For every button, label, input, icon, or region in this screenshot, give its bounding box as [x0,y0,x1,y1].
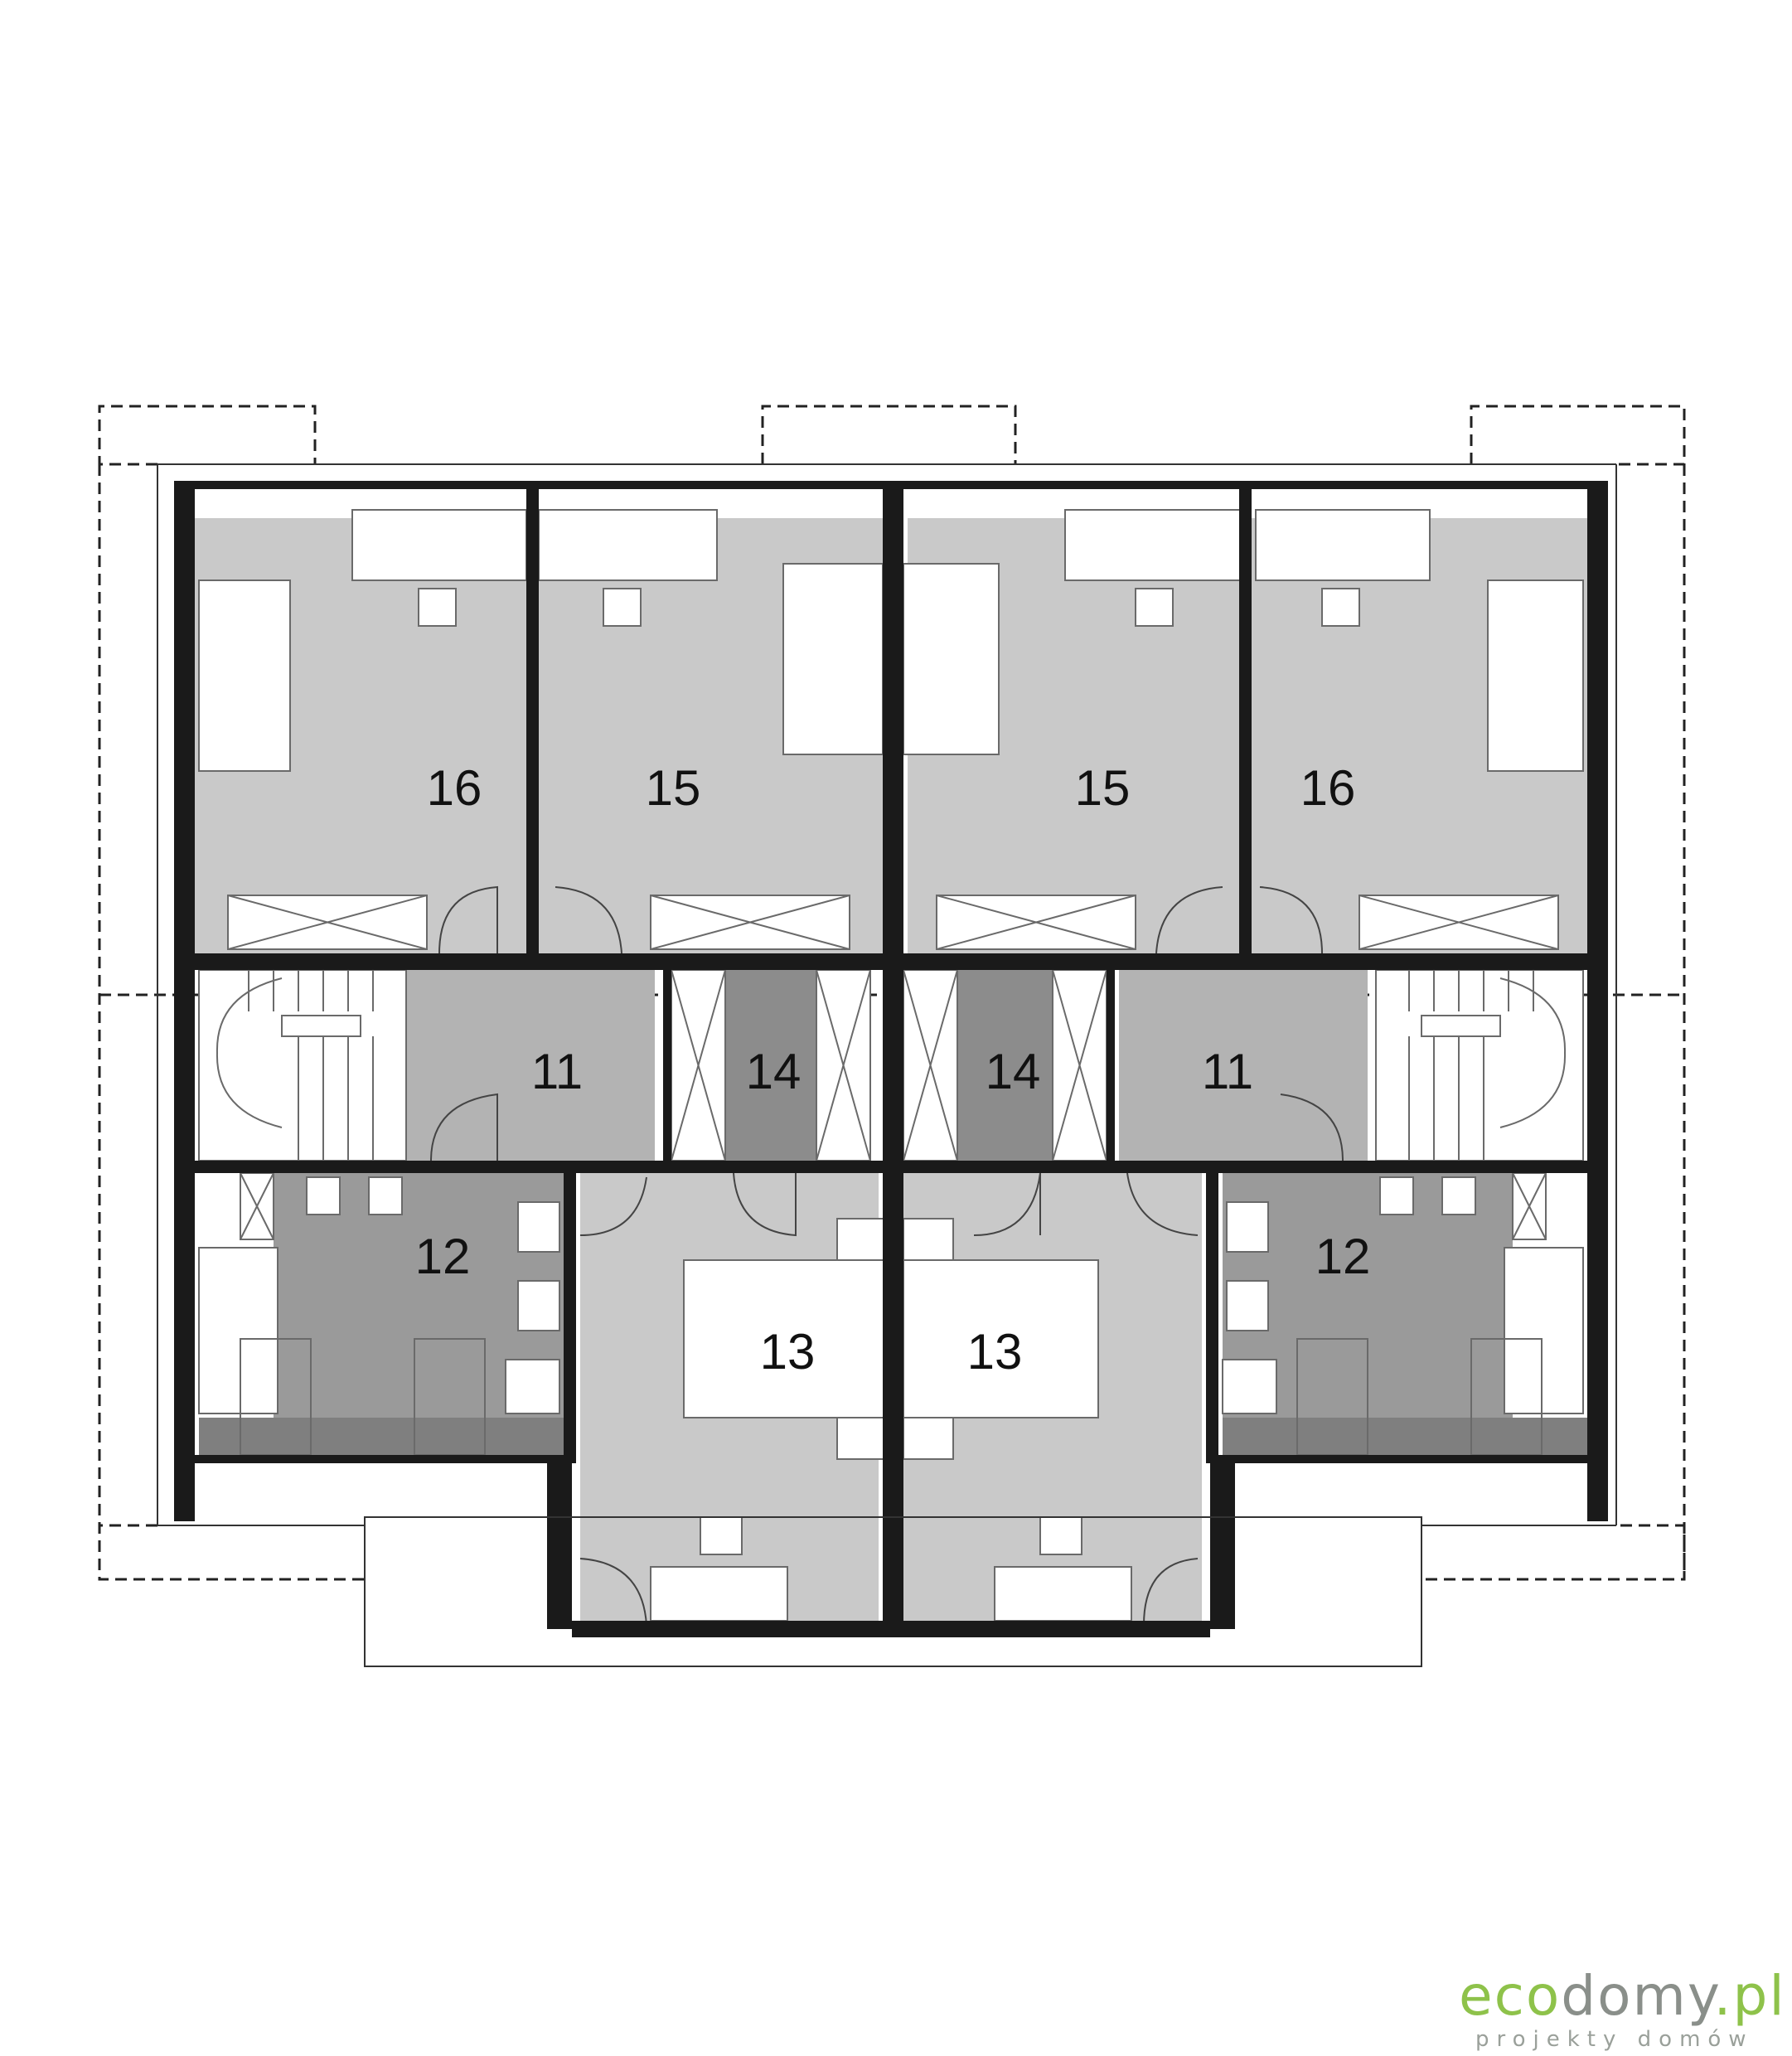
room-label-13-left: 13 [760,1324,816,1380]
walls [174,481,1608,1637]
bed-15-right [903,563,1000,755]
bathtub-left [198,1247,278,1414]
room-label-13-right: 13 [967,1324,1023,1380]
bath-floor-left [199,1418,564,1459]
furniture [198,509,1584,1622]
room-11-right-fill [1119,970,1368,1161]
room-label-15-left: 15 [646,760,701,816]
stairs-right [1375,969,1584,1161]
logo-tagline: projekty domów [1475,2027,1754,2052]
room-11-left-fill [406,970,655,1161]
outer-lines [157,463,1617,1667]
room-label-16-left: 16 [427,760,482,816]
svg-text:ecodomy.pl: ecodomy.pl [1459,1964,1786,2028]
room-14-right-fill [957,970,1053,1161]
table-13-left [683,1259,896,1418]
table-13-right [903,1259,1099,1418]
bed-16-right [1487,579,1584,772]
stairs-left [198,969,407,1161]
room-14-left-fill [725,970,816,1161]
bathtub-right [1504,1247,1584,1414]
room-label-11-right: 11 [1202,1044,1253,1099]
logo-part-pl: .pl [1714,1964,1786,2028]
bed-16-left [198,579,291,772]
room-label-16-right: 16 [1300,760,1356,816]
doors [430,885,1344,1626]
bath-floor-right [1223,1418,1587,1459]
room-label-11-left: 11 [531,1044,583,1099]
room-label-12-left: 12 [415,1229,471,1284]
room-labels: 16 15 15 16 11 14 14 11 12 13 13 12 [415,760,1371,1380]
ecodomy-logo: ecodomy.pl projekty domów [1459,1964,1786,2052]
room-label-14-right: 14 [986,1044,1041,1099]
room-label-15-right: 15 [1075,760,1131,816]
room-label-14-left: 14 [746,1044,802,1099]
bed-15-left [782,563,884,755]
room-label-12-right: 12 [1315,1229,1371,1284]
logo-part-domy: domy [1561,1964,1719,2028]
logo-part-eco: eco [1459,1964,1561,2028]
